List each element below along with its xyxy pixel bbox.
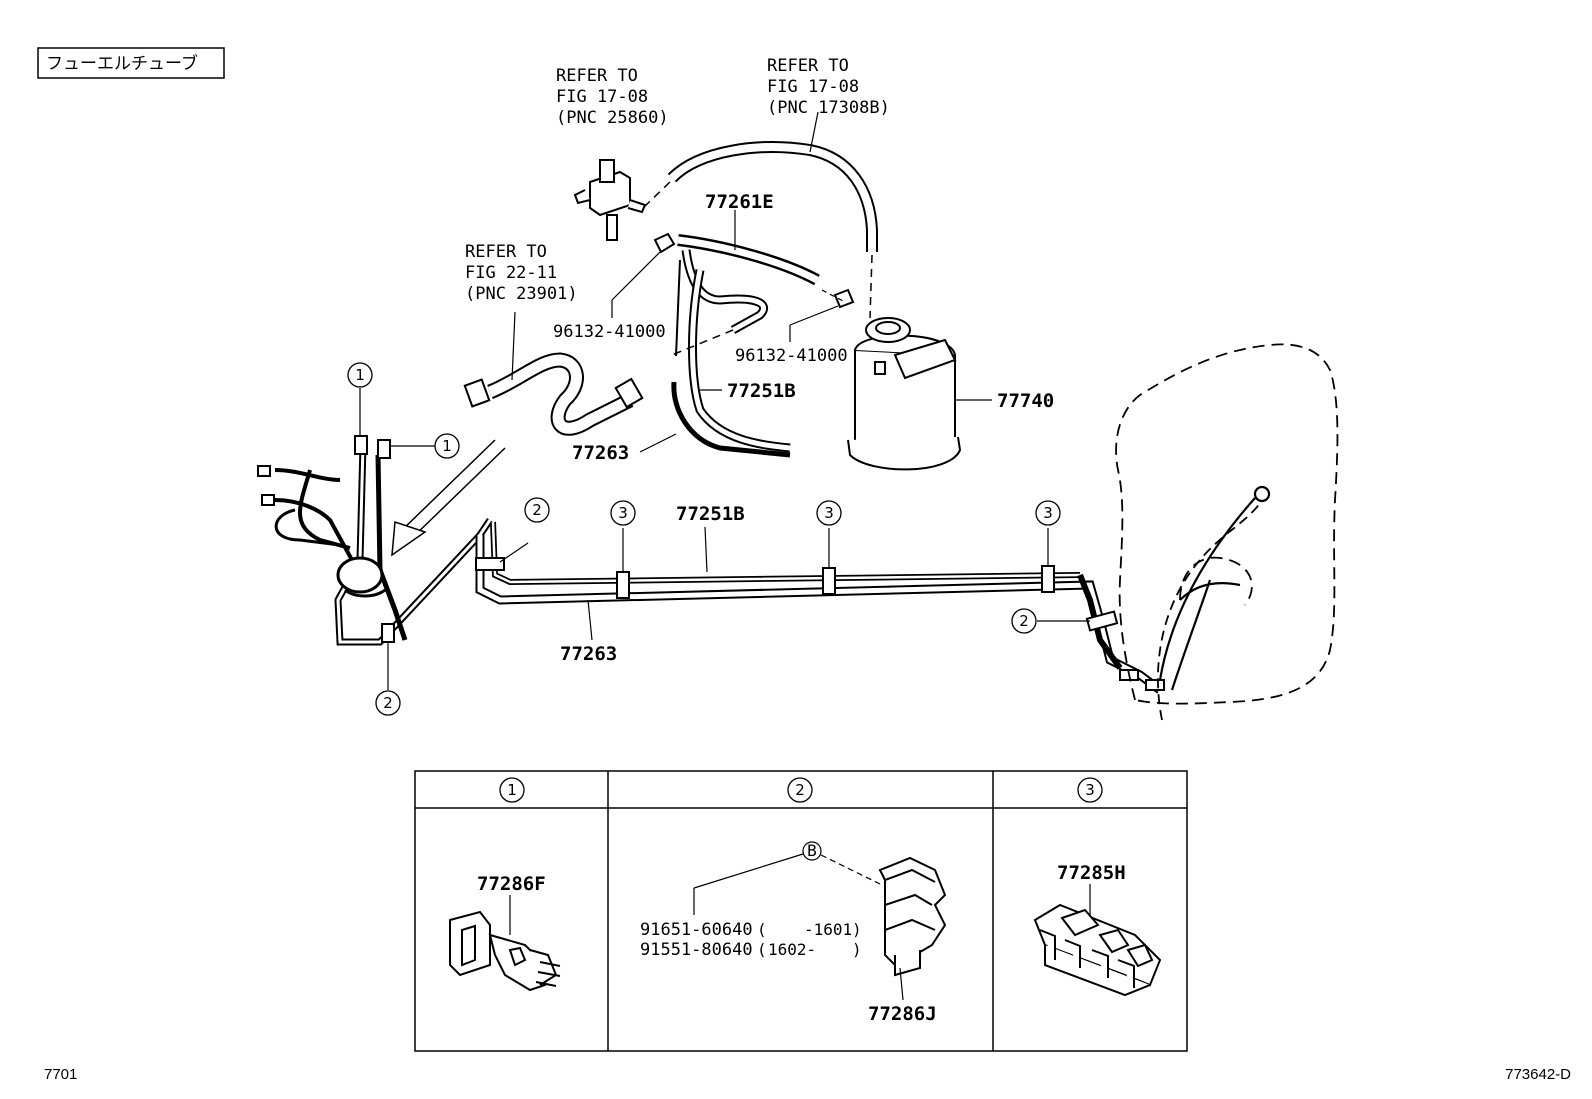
part-label-77263-upper: 77263 (572, 442, 629, 464)
legend-pn-91551: 91551-80640 (640, 940, 753, 960)
svg-text:2: 2 (795, 781, 805, 799)
svg-text:3: 3 (1085, 781, 1095, 799)
title-box: フューエルチューブ (37, 47, 225, 79)
legend-part-77286f: 77286F (477, 873, 546, 895)
legend-part-77286j: 77286J (868, 1003, 937, 1025)
clamp-77286j-drawing (878, 856, 947, 977)
callout-circle-2c: 2 (1011, 608, 1037, 634)
tube-clamps (354, 435, 1165, 691)
callout-circle-1b: 1 (434, 433, 460, 459)
clip-left (653, 232, 676, 254)
svg-text:1: 1 (507, 781, 517, 799)
title-text: フューエルチューブ (46, 53, 198, 74)
legend-header-2: 2 (787, 777, 813, 803)
part-label-77740: 77740 (997, 390, 1054, 412)
refer-line: (PNC 23901) (465, 284, 578, 304)
footer-left-code: 7701 (44, 1066, 77, 1083)
part-label-96132-left: 96132-41000 (553, 322, 666, 342)
legend-range-start-2: 1602- (768, 940, 816, 959)
refer-line: FIG 22-11 (465, 263, 557, 283)
engine-side-tubes (257, 444, 493, 646)
svg-text:3: 3 (1043, 504, 1053, 522)
clamp-77285h-drawing (1033, 903, 1162, 997)
legend-header-1: 1 (499, 777, 525, 803)
clip-right (833, 288, 855, 309)
svg-text:1: 1 (442, 437, 452, 455)
callout-circle-2b: 2 (375, 690, 401, 716)
svg-text:(: ( (757, 920, 767, 939)
svg-text:3: 3 (824, 504, 834, 522)
fuel-tank-solid-parts (1158, 485, 1271, 691)
refer-line: FIG 17-08 (767, 77, 859, 97)
legend-range-end-1: -1601 (804, 920, 852, 939)
refer-line: REFER TO (556, 66, 638, 86)
callout-circle-2a: 2 (524, 497, 550, 523)
refer-line: (PNC 25860) (556, 108, 669, 128)
legend-pn-91651: 91651-60640 (640, 920, 753, 940)
refer-line: REFER TO (465, 242, 547, 262)
refer-label-fig22-11-23901: REFER TO FIG 22-11 (PNC 23901) (465, 242, 578, 304)
svg-text:2: 2 (1019, 612, 1029, 630)
refer-line: (PNC 17308B) (767, 98, 890, 118)
footer-right-code: 773642-D (1505, 1066, 1571, 1083)
svg-text:2: 2 (532, 501, 542, 519)
part-label-77263-lower: 77263 (560, 643, 617, 665)
svg-text:1: 1 (355, 366, 365, 384)
legend-part-77285h: 77285H (1057, 862, 1126, 884)
tube-77251b-upper (681, 249, 791, 453)
callout-circle-3b: 3 (816, 500, 842, 526)
part-label-77251b-lower: 77251B (676, 503, 745, 525)
callout-circle-1a: 1 (347, 362, 373, 388)
part-label-77261e: 77261E (705, 191, 774, 213)
svg-text:3: 3 (618, 504, 628, 522)
callout-circle-3a: 3 (610, 500, 636, 526)
hose-77261e (677, 234, 820, 286)
refer-line: FIG 17-08 (556, 87, 648, 107)
fuel-tank-outline (1115, 343, 1339, 721)
legend-header-3: 3 (1077, 777, 1103, 803)
part-label-77251b-upper: 77251B (727, 380, 796, 402)
part-label-96132-right: 96132-41000 (735, 346, 848, 366)
svg-text:): ) (852, 920, 862, 939)
direction-arrow (391, 439, 506, 557)
callout-leaders (359, 388, 1090, 690)
refer-label-fig17-08-25860: REFER TO FIG 17-08 (PNC 25860) (556, 66, 669, 128)
callout-circle-3c: 3 (1035, 500, 1061, 526)
clamp-77286f-drawing (449, 910, 561, 992)
svg-text:2: 2 (383, 694, 393, 712)
filler-hose (463, 352, 644, 436)
svg-text:(: ( (757, 940, 767, 959)
tube-77263-upper (671, 381, 791, 458)
refer-line: REFER TO (767, 56, 849, 76)
vacuum-switching-valve (573, 159, 647, 241)
charcoal-canister (847, 317, 962, 471)
legend-bolt-ref: B (807, 841, 817, 860)
legend-table: 1 2 3 77286F B 91651-60640 ( -1601 (414, 770, 1188, 1052)
svg-text:): ) (852, 940, 862, 959)
refer-label-fig17-08-17308b: REFER TO FIG 17-08 (PNC 17308B) (767, 56, 890, 118)
